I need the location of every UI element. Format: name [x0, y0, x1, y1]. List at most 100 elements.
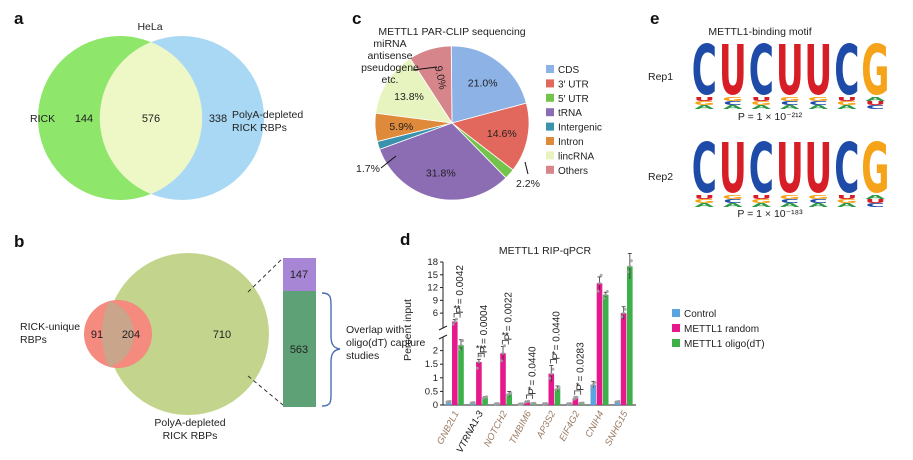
bar-ytick-label-2: 2	[433, 346, 438, 357]
point-cnih4-mettl1-random-2	[599, 273, 603, 277]
bar-ytick-label-0-5: 0.5	[425, 386, 438, 397]
point-gnb2l1-mettl1-oligo-dt-2	[461, 339, 465, 343]
stack-bar-bottom	[283, 291, 316, 407]
venn-b-left-label-1: RICK-unique	[20, 321, 80, 333]
pvalue-notch2: P = 0.0022	[503, 292, 514, 341]
bar-legend-label-mettl1-oligo-dt: METTL1 oligo(dT)	[684, 339, 765, 350]
bar-notch2-mettl1-oligo-dt	[506, 394, 512, 405]
panel-d: d METTL1 RIP-qPCR Percent input 00.511.5…	[400, 230, 765, 455]
pie-slice-cds	[450, 45, 527, 124]
point-snhg15-mettl1-random-2	[623, 307, 627, 311]
sig-bracket-tmbim6	[526, 394, 533, 399]
panel-d-letter: d	[400, 230, 410, 249]
motif-rep2-pos7-minor-2: C	[866, 202, 884, 208]
pie-legend-swatch-3-utr	[546, 79, 554, 88]
zoom-line-top	[247, 257, 284, 293]
point-gnb2l1-mettl1-oligo-dt-0	[457, 348, 461, 352]
panel-b: b RICK-unique RBPs 91 204 710 PolyA-depl…	[14, 232, 426, 442]
point-vtrna1-3-mettl1-random-2	[479, 354, 482, 358]
motif-rep2-pos5-minor-2: A	[809, 202, 830, 208]
pie-legend-swatch-cds	[546, 65, 554, 73]
point-cnih4-control-0	[590, 385, 594, 389]
bar-gnb2l1-control	[445, 401, 452, 405]
sig-stars-vtrna1-3: ***	[476, 343, 487, 353]
point-tmbim6-mettl1-random-2	[527, 399, 531, 403]
bar-eif4g2-mettl1-random	[572, 398, 579, 405]
bar-ylabel: Percent input	[402, 299, 414, 361]
bar-annotations: P = 0.0042**P = 0.0004***P = 0.0022**P =…	[454, 265, 587, 399]
pie-leader-right	[524, 161, 529, 175]
motif-rep1-pos5-minor-0: G	[808, 96, 829, 102]
sig-bracket-notch2	[501, 340, 509, 345]
point-snhg15-mettl1-oligo-dt-2	[629, 259, 633, 263]
motif-rep1-pos4-minor-2: A	[780, 104, 801, 110]
venn-a-left-count: 144	[75, 113, 93, 125]
panel-c-letter: c	[352, 9, 361, 28]
point-notch2-control-2	[496, 402, 500, 405]
pie-annotation-line-4: etc.	[382, 74, 399, 86]
bar-ap3s2-mettl1-oligo-dt	[554, 388, 561, 405]
point-notch2-mettl1-random-2	[503, 344, 507, 348]
point-cnih4-mettl1-random-1	[598, 281, 601, 285]
panel-a: a HeLa RICK PolyA-depleted RICK RBPs 144…	[14, 9, 303, 200]
pie-legend-label-trna: tRNA	[558, 108, 582, 119]
motif-rep2-pos3-c: C	[749, 129, 774, 209]
pie-title: METTL1 PAR-CLIP sequencing	[378, 26, 525, 38]
point-snhg15-mettl1-oligo-dt-1	[628, 264, 632, 268]
brace-label-2: oligo(dT) capture	[346, 337, 426, 349]
bar-axis-break-lower	[438, 334, 448, 340]
pie-legend-swatch-5-utr	[546, 93, 554, 102]
sig-stars-notch2: **	[502, 331, 510, 341]
motif-rep2-pos4-minor-0: G	[779, 194, 800, 200]
motif-rep1-pos2-minor-2: A	[723, 104, 744, 110]
panel-a-letter: a	[14, 9, 24, 28]
sig-stars-ap3s2: *	[552, 350, 556, 360]
gene-label-eif4g2: EIF4G2	[557, 409, 582, 444]
bar-bars	[445, 253, 633, 406]
bar-vtrna1-3-mettl1-random	[476, 362, 482, 405]
point-eif4g2-mettl1-oligo-dt-2	[581, 401, 585, 405]
motif-rep2-pos1-minor-2: A	[695, 202, 716, 208]
bar-ytick-label-6: 6	[433, 308, 438, 319]
motif-rep1-pos1-c: C	[692, 31, 717, 111]
point-ap3s2-mettl1-oligo-dt-2	[557, 385, 561, 389]
bar-ytick-label-1: 1	[433, 373, 438, 384]
motif-rep1-pos6-minor-2: A	[837, 104, 858, 110]
motif-rep2-pos7-minor-0: A	[866, 194, 887, 200]
motif-rep2-pos4-minor-1: C	[781, 198, 799, 204]
bar-vtrna1-3-mettl1-oligo-dt	[482, 397, 488, 405]
pie-legend-label-others: Others	[558, 166, 588, 177]
motif-rep2-pos6-minor-2: A	[837, 202, 858, 208]
motif-rep1-pos1-minor-0: U	[694, 96, 714, 102]
motif-rep1-label: Rep1	[648, 71, 673, 83]
bar-ytick-label-18: 18	[427, 257, 438, 268]
motif-rep1-pos4-u: U	[776, 31, 804, 111]
bar-legend-swatch-control	[672, 309, 680, 317]
bar-snhg15-mettl1-oligo-dt	[627, 266, 633, 405]
bar-legend-swatch-mettl1-random	[672, 324, 680, 332]
point-eif4g2-control-2	[569, 402, 573, 405]
motif-rep2-pos3-minor-0: U	[751, 194, 771, 200]
pie-slice-lincrna	[375, 57, 453, 124]
bar-ytick-label-9: 9	[433, 295, 438, 306]
motif-rep2-pos7-minor-1: U	[865, 198, 885, 204]
motif-rep1-pos7-g: G	[861, 31, 889, 111]
motif-rep2-pos1-minor-1: G	[694, 198, 715, 204]
motif-title: METTL1-binding motif	[708, 26, 811, 38]
motif-rep2-pos3-minor-1: G	[751, 198, 772, 204]
gene-label-tmbim6: TMBIM6	[507, 409, 534, 446]
motif-rep2-pos2-minor-1: C	[724, 198, 742, 204]
pie-legend-label-intergenic: Intergenic	[558, 123, 602, 134]
bar-legend-label-control: Control	[684, 309, 716, 320]
venn-a-right-label-2: RICK RBPs	[232, 122, 287, 134]
point-snhg15-mettl1-random-1	[622, 311, 626, 315]
motif-rep1-pos1-minor-2: A	[695, 104, 716, 110]
pie-legend-label-3-utr: 3′ UTR	[558, 79, 589, 90]
motif-rep2-pos6-c: C	[834, 129, 859, 209]
sig-bracket-ap3s2	[550, 359, 557, 364]
motif-rep1-pos7-minor-1: U	[865, 100, 885, 106]
bar-ytick-label-0: 0	[433, 400, 438, 411]
